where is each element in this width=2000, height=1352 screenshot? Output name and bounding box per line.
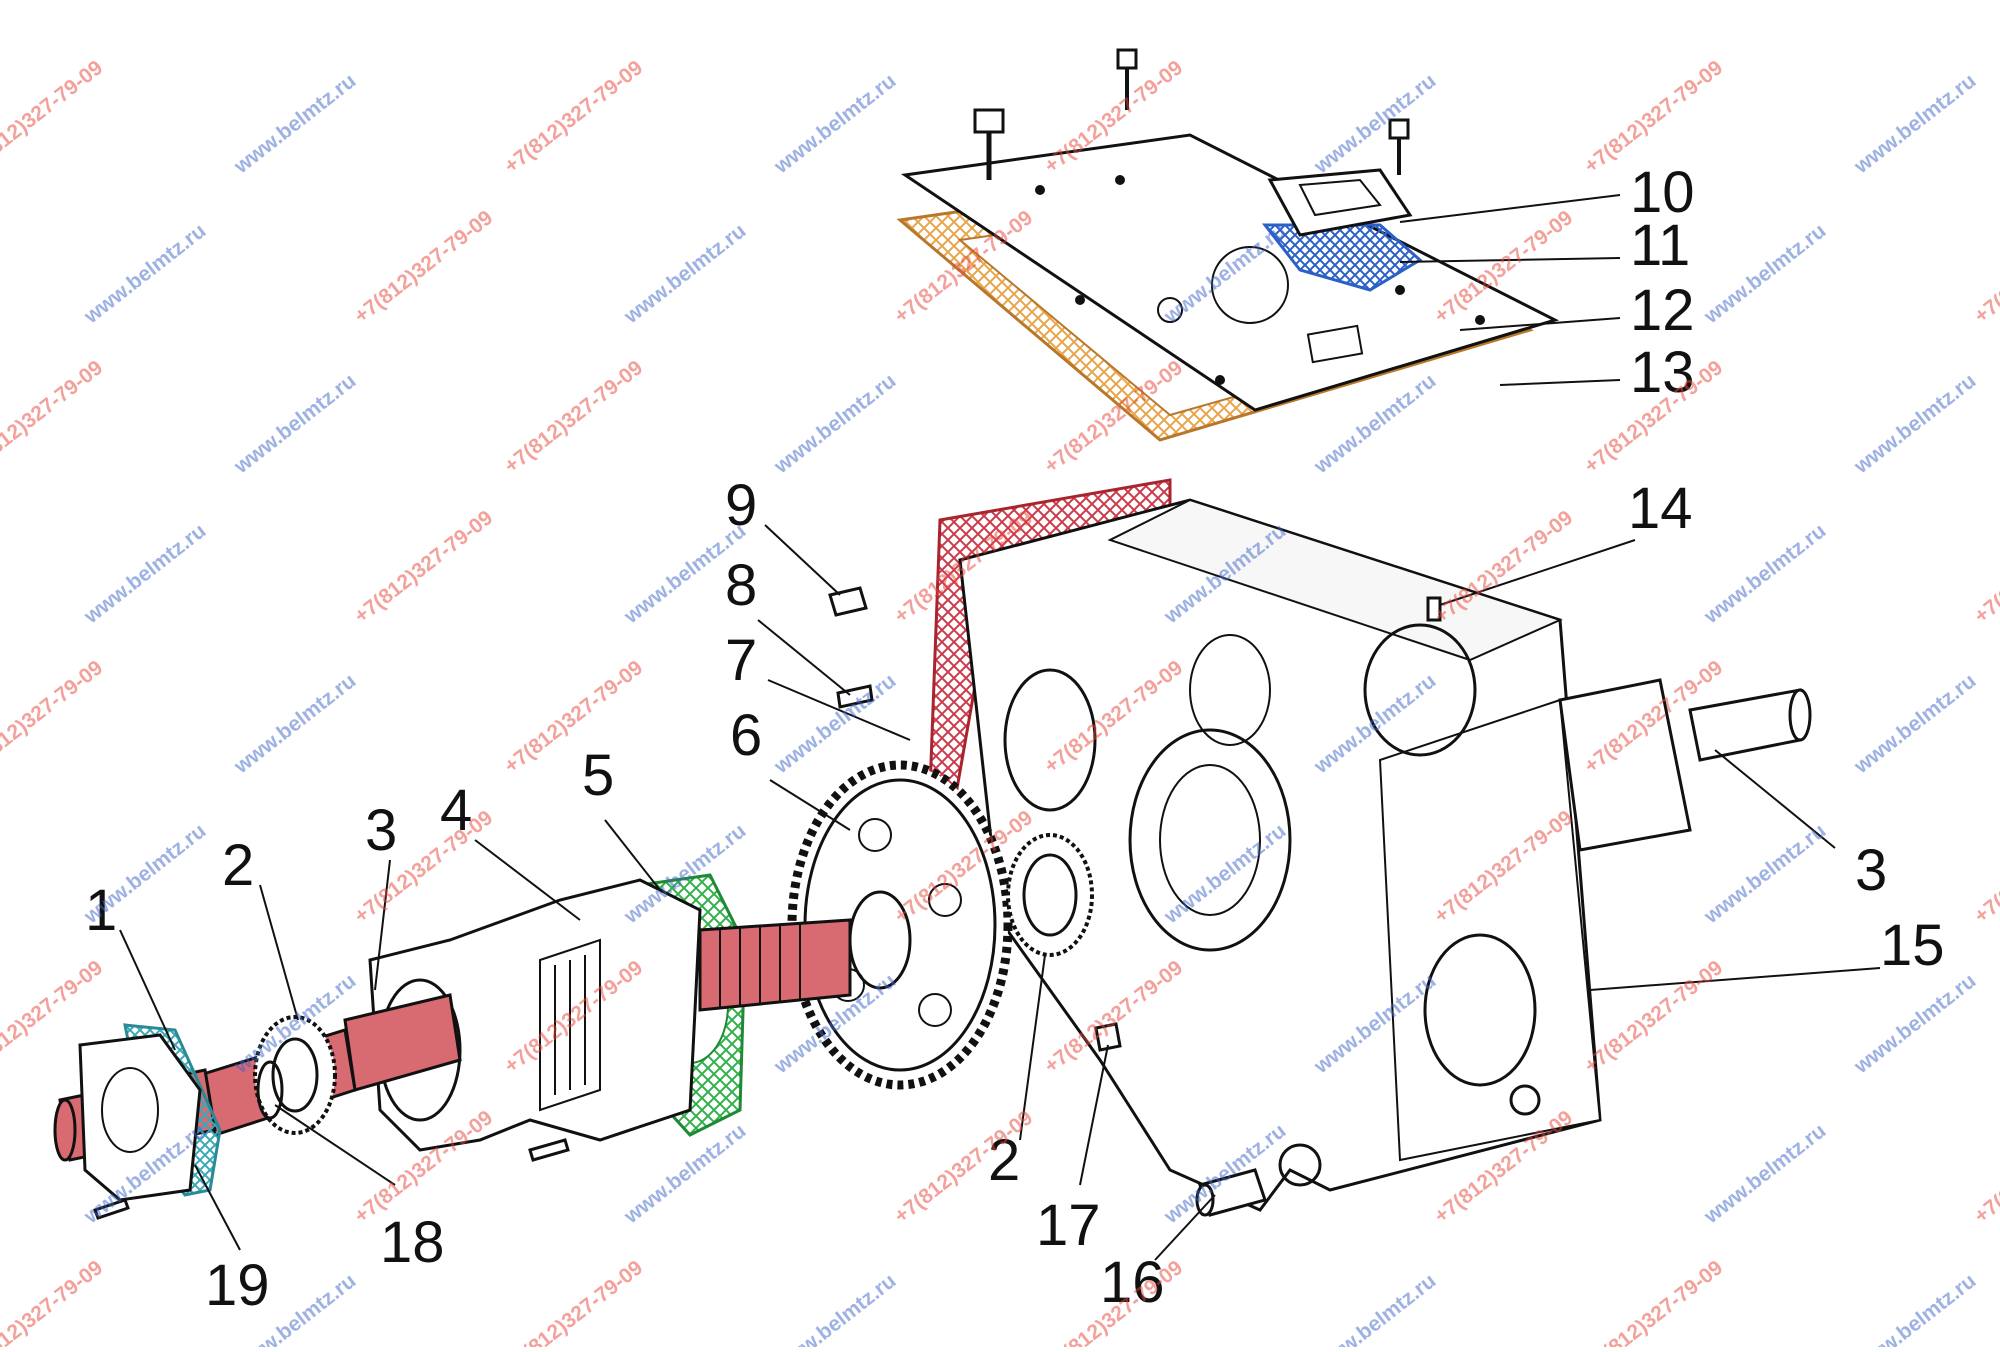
callout-4: 4 [440, 778, 472, 843]
callout-3-right: 3 [1855, 838, 1887, 903]
callout-8: 8 [725, 553, 757, 618]
sleeve-16 [1195, 1168, 1267, 1217]
callout-labels: 1 2 3 4 5 6 7 8 9 10 11 12 13 14 3 15 2 … [85, 160, 1945, 1318]
output-shaft-3-right [1558, 678, 1812, 852]
ring-18 [256, 1060, 284, 1120]
callout-18: 18 [380, 1210, 445, 1275]
callout-14: 14 [1628, 476, 1693, 541]
leader-lines [119, 194, 1881, 1261]
splined-shaft-section [698, 918, 852, 1012]
bearing-2-left [253, 1015, 337, 1135]
callout-9: 9 [725, 473, 757, 538]
gear-6 [787, 760, 1013, 1090]
callout-11: 11 [1630, 213, 1690, 278]
bearing-2-right [1006, 833, 1094, 957]
callout-12: 12 [1630, 278, 1695, 343]
callout-13: 13 [1630, 340, 1695, 405]
callout-10: 10 [1630, 160, 1695, 225]
cover-plate-12 [900, 133, 1560, 412]
callout-19: 19 [205, 1253, 270, 1318]
callout-17: 17 [1036, 1193, 1101, 1258]
callout-3-left: 3 [365, 798, 397, 863]
callout-2-right: 2 [988, 1128, 1020, 1193]
callout-6: 6 [730, 703, 762, 768]
callout-5: 5 [582, 743, 614, 808]
cover-bolts [973, 48, 1410, 180]
small-bolts [93, 1138, 570, 1220]
callout-16: 16 [1100, 1250, 1165, 1315]
callout-7: 7 [725, 628, 757, 693]
callout-1: 1 [85, 878, 117, 943]
end-cap-1 [78, 1033, 202, 1202]
callout-15: 15 [1880, 913, 1945, 978]
dowel-pin-14 [1426, 596, 1442, 622]
breather-cap-10 [1267, 168, 1413, 237]
gearbox-housing [958, 498, 1602, 1212]
callout-2-left: 2 [222, 833, 254, 898]
plug-17 [1094, 1022, 1122, 1052]
